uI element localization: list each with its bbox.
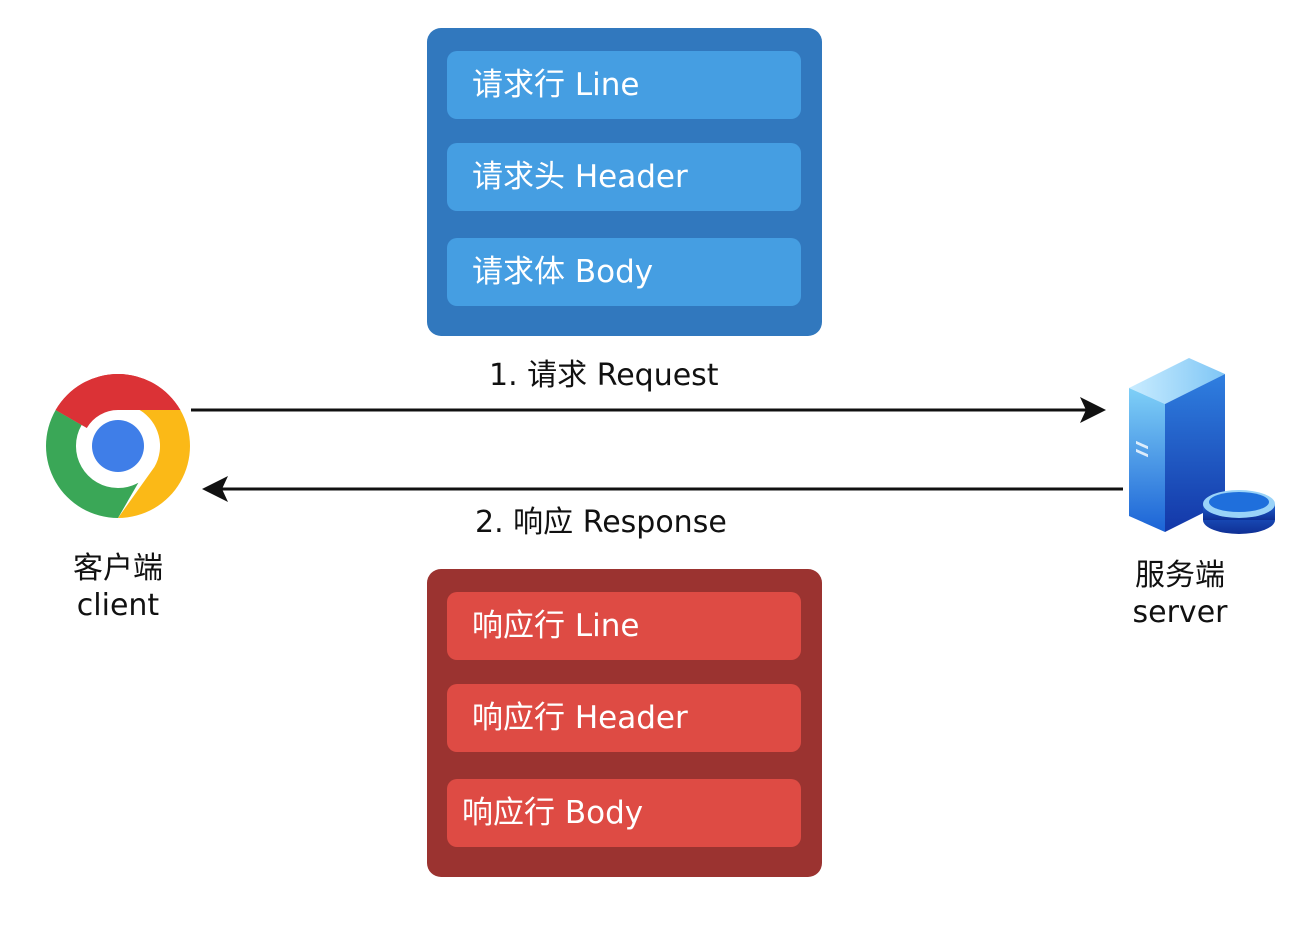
client-label-zh: 客户端	[73, 551, 163, 586]
request-header-item: 请求头 Header	[447, 143, 801, 211]
response-header-item: 响应行 Header	[447, 684, 801, 752]
request-body-item: 请求体 Body	[447, 238, 801, 306]
response-arrow-label: 2. 响应 Response	[475, 505, 727, 540]
chrome-browser-icon	[46, 374, 190, 518]
response-line-item: 响应行 Line	[447, 592, 801, 660]
response-arrow	[202, 476, 1123, 502]
server-label-en: server	[1132, 595, 1228, 630]
request-panel: 请求行 Line 请求头 Header 请求体 Body	[427, 28, 822, 336]
request-arrow-label: 1. 请求 Request	[489, 358, 719, 393]
server-label-zh: 服务端	[1135, 558, 1225, 593]
request-line-item: 请求行 Line	[447, 51, 801, 119]
server-database-icon	[1129, 358, 1275, 534]
client-label: 客户端 client	[48, 550, 188, 624]
request-arrow	[191, 397, 1106, 423]
response-panel: 响应行 Line 响应行 Header 响应行 Body	[427, 569, 822, 877]
client-label-en: client	[76, 588, 160, 623]
server-label: 服务端 server	[1110, 557, 1250, 631]
response-body-item: 响应行 Body	[447, 779, 801, 847]
